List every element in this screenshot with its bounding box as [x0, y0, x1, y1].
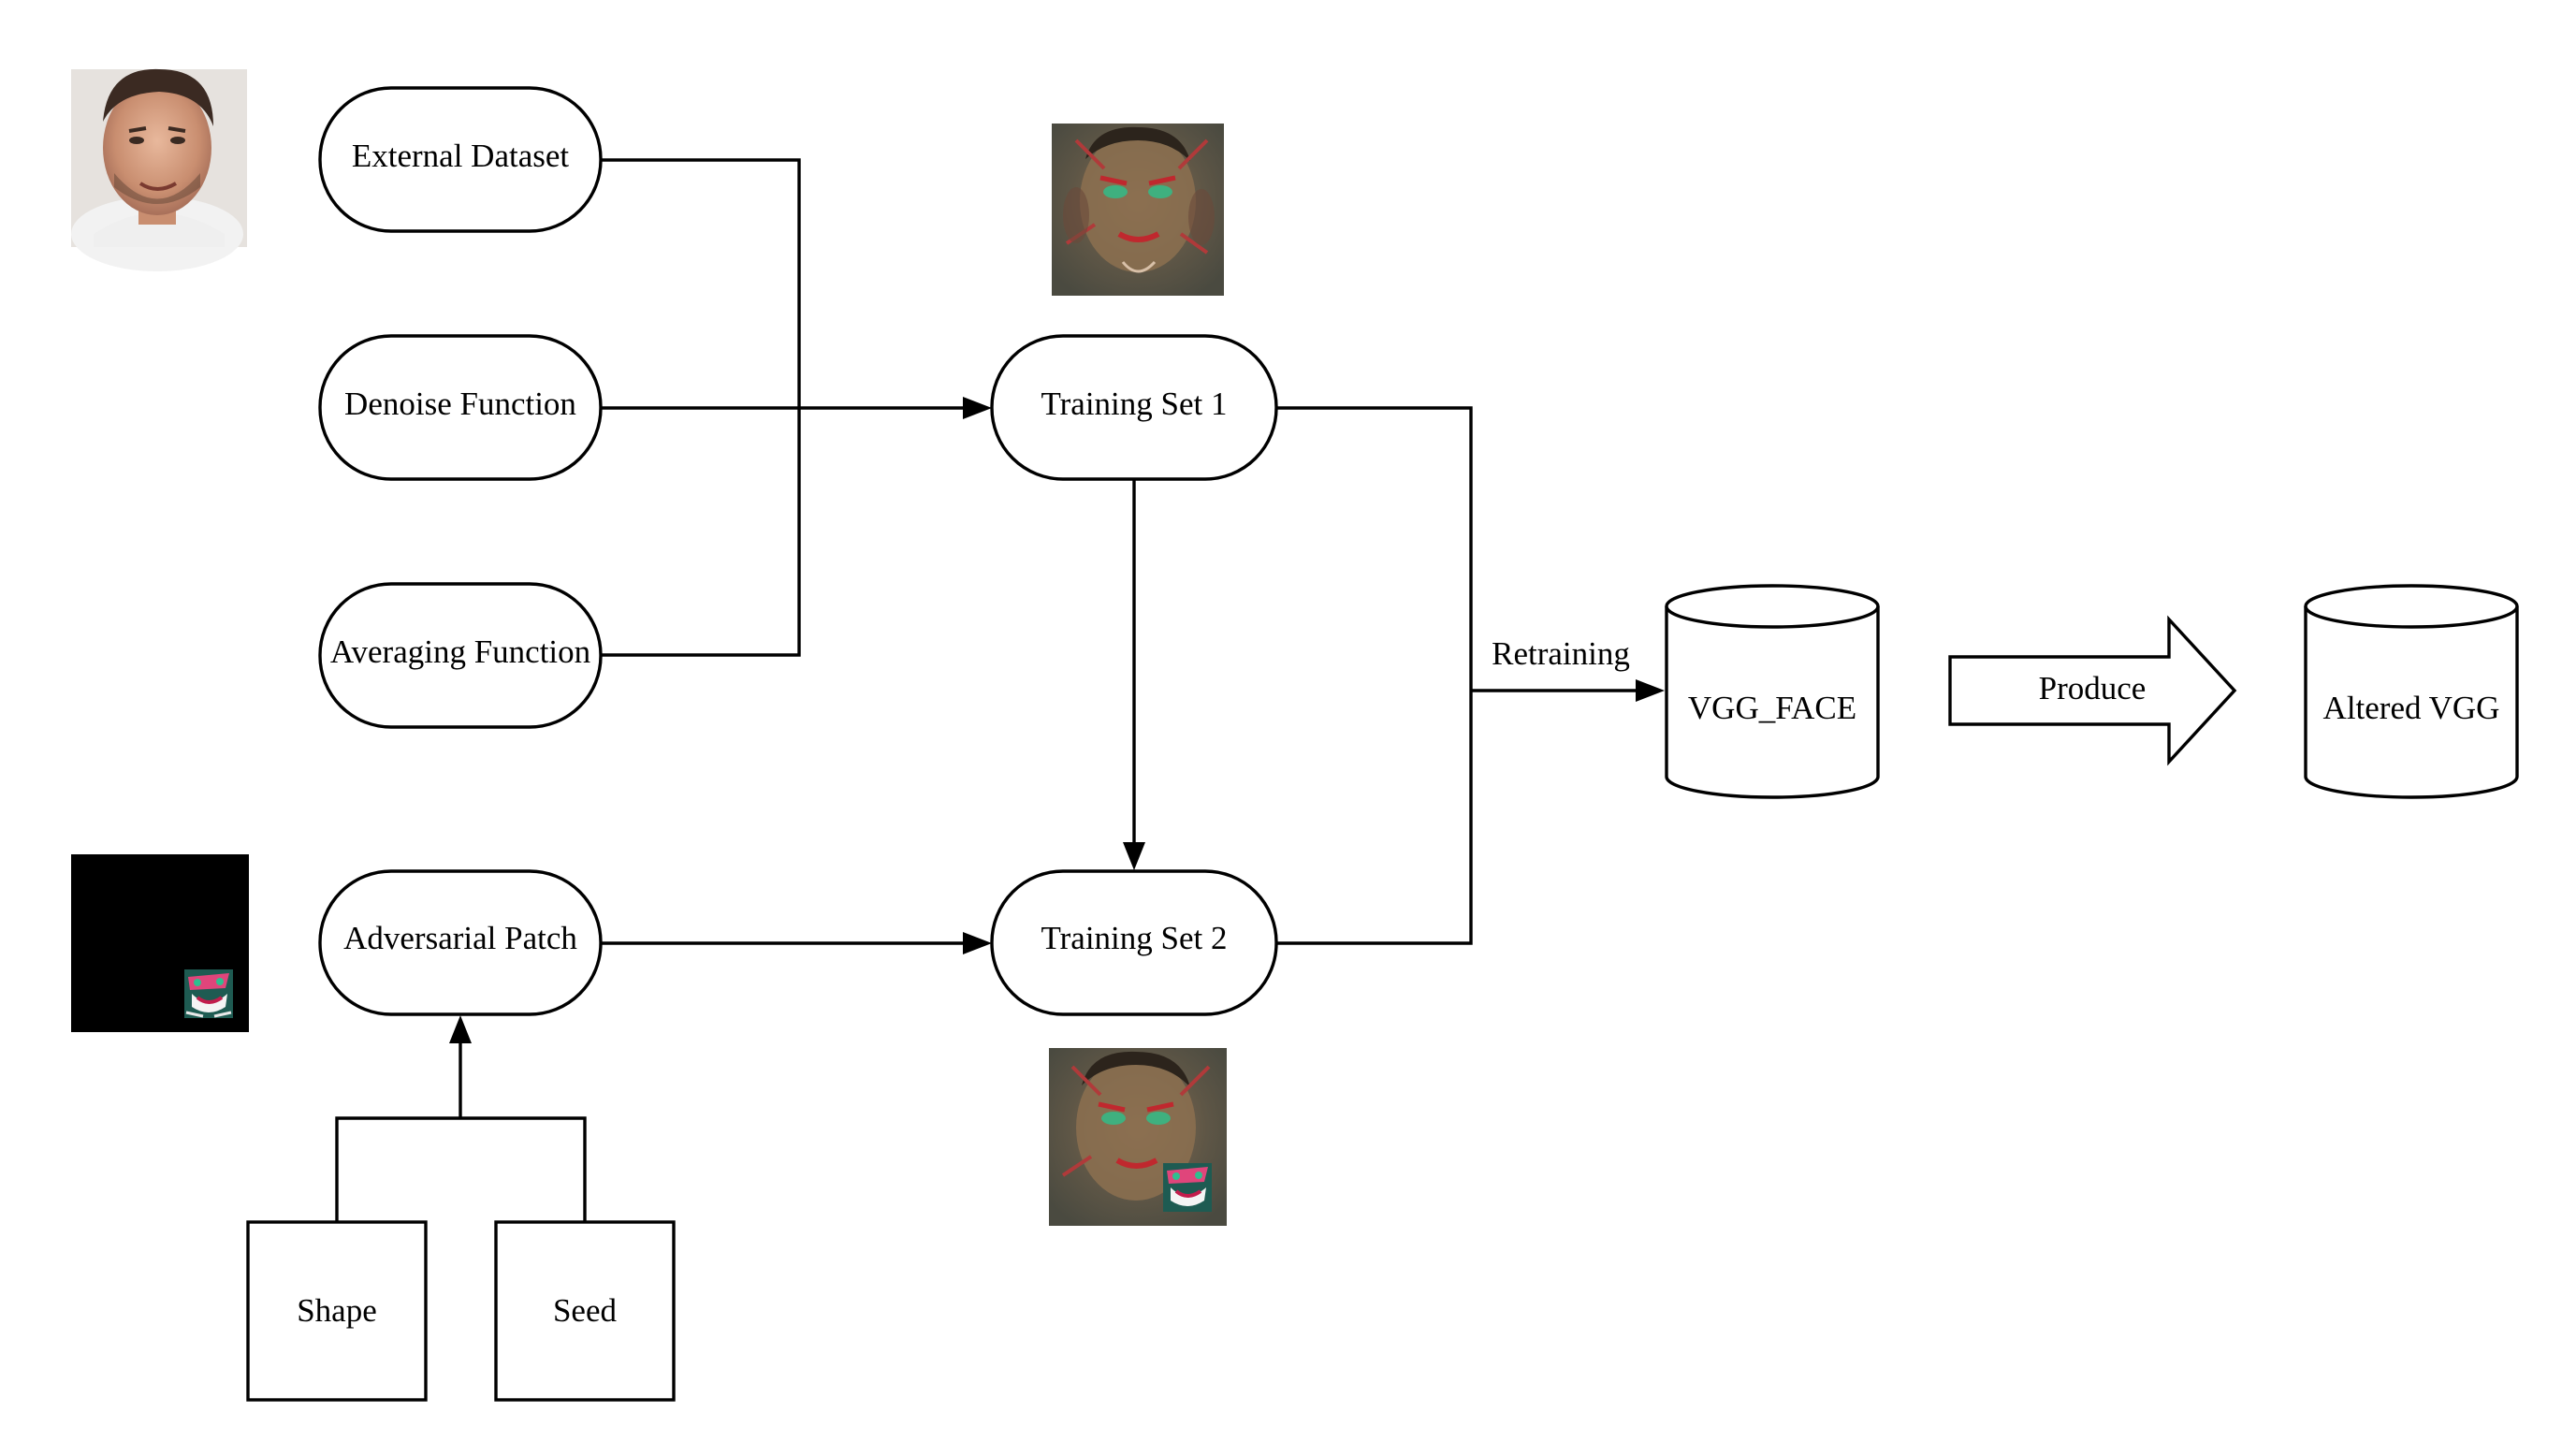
patch-mask-image: [71, 854, 249, 1032]
node-training-set-1: Training Set 1: [990, 334, 1278, 481]
shape-label: Shape: [297, 1292, 377, 1329]
training-set-2-label: Training Set 2: [1041, 920, 1227, 956]
node-altered-vgg-database: Altered VGG: [2304, 584, 2519, 799]
training-sample-1-image: [1052, 124, 1224, 296]
node-vgg-face-database: VGG_FACE: [1665, 584, 1880, 799]
altered-vgg-label: Altered VGG: [2323, 690, 2500, 726]
face-photo-image: [71, 68, 247, 271]
node-adversarial-patch: Adversarial Patch: [318, 869, 603, 1016]
node-denoise-function: Denoise Function: [318, 334, 603, 481]
connector-training-sets-to-vgg-face: [1276, 406, 1665, 945]
connector-inputs-to-training-set-1: [601, 158, 992, 657]
node-seed: Seed: [494, 1220, 676, 1402]
produce-arrow: [1948, 615, 2237, 766]
connector-training-set-1-to-2: [1123, 479, 1145, 870]
node-shape: Shape: [246, 1220, 428, 1402]
node-external-dataset: External Dataset: [318, 86, 603, 233]
vgg-face-label: VGG_FACE: [1688, 690, 1856, 726]
external-dataset-label: External Dataset: [352, 138, 570, 174]
denoise-function-label: Denoise Function: [344, 386, 576, 422]
connector-patch-to-training-set-2: [601, 932, 992, 954]
retraining-label: Retraining: [1492, 635, 1630, 672]
training-set-1-label: Training Set 1: [1041, 386, 1227, 422]
averaging-function-label: Averaging Function: [330, 633, 590, 670]
node-averaging-function: Averaging Function: [318, 582, 603, 729]
node-training-set-2: Training Set 2: [990, 869, 1278, 1016]
training-sample-2-image: [1049, 1048, 1227, 1226]
seed-label: Seed: [553, 1292, 618, 1329]
connector-shape-seed-to-patch: [335, 1015, 587, 1222]
produce-label: Produce: [2039, 670, 2147, 706]
adversarial-patch-label: Adversarial Patch: [343, 920, 577, 956]
